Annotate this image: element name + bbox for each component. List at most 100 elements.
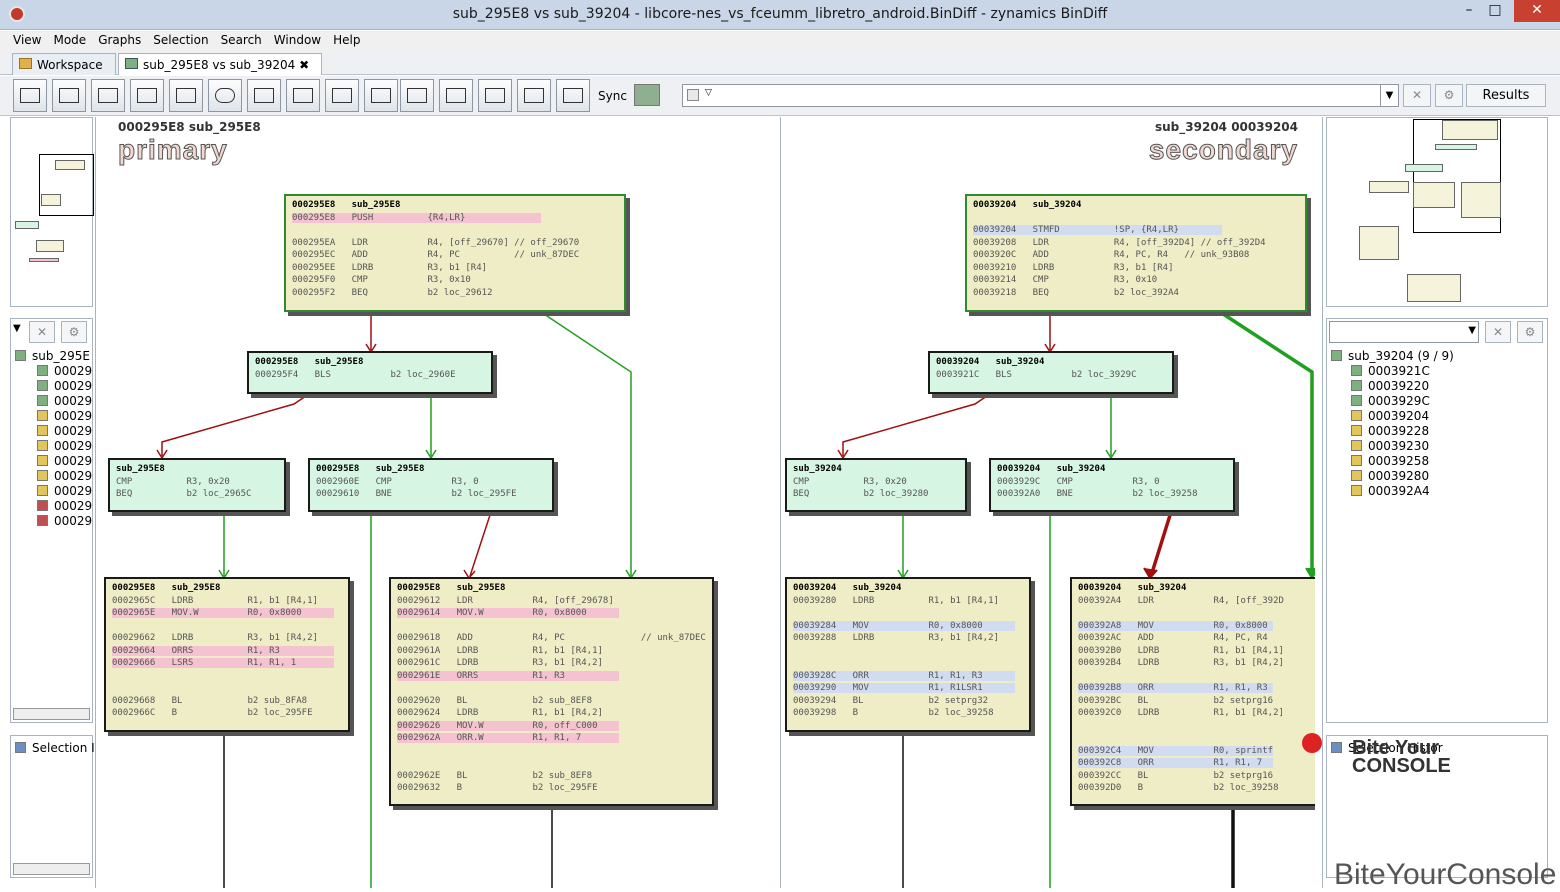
tree-item[interactable]: 00029 xyxy=(37,364,92,378)
chevron-down-icon[interactable]: ▼ xyxy=(1380,85,1398,106)
menu-graphs[interactable]: Graphs xyxy=(98,33,142,47)
toolbar-button-3[interactable] xyxy=(91,79,125,112)
secondary-graph[interactable]: sub_39204 00039204 secondary 00039204 su… xyxy=(785,118,1315,888)
secondary-label: secondary xyxy=(1148,134,1298,166)
sync-button[interactable] xyxy=(634,84,660,106)
right-divider[interactable] xyxy=(1322,117,1323,888)
tree-item[interactable]: 00039204 xyxy=(1351,409,1429,423)
node-0002960E[interactable]: 000295E8 sub_295E8 0002960E CMP R3, 0 00… xyxy=(308,458,554,512)
toolbar-button-14[interactable] xyxy=(517,79,551,112)
tree-item[interactable]: 00039228 xyxy=(1351,424,1429,438)
node-00029612[interactable]: 000295E8 sub_295E8 00029612 LDR R4, [off… xyxy=(389,577,714,806)
tree-item[interactable]: 00029 xyxy=(37,394,92,408)
block-icon xyxy=(1351,455,1362,466)
tree-combo-arrow-icon[interactable]: ▼ xyxy=(13,323,21,334)
primary-overview[interactable] xyxy=(10,117,94,307)
tree-item[interactable]: 00029 xyxy=(37,454,92,468)
block-icon xyxy=(37,395,48,406)
toolbar-button-2[interactable] xyxy=(52,79,86,112)
node-000392A4[interactable]: 00039204 sub_39204 000392A4 LDR R4, [off… xyxy=(1070,577,1315,806)
block-icon xyxy=(1351,410,1362,421)
toolbar-button-11[interactable] xyxy=(400,79,434,112)
node-000295E8[interactable]: 000295E8 sub_295E8 000295E8 PUSH {R4,LR}… xyxy=(284,194,626,312)
toolbar-button-6[interactable] xyxy=(208,79,242,112)
node-0003929C[interactable]: 00039204 sub_39204 0003929C CMP R3, 0 00… xyxy=(989,458,1235,512)
left-divider[interactable] xyxy=(95,117,96,888)
tree-settings-button[interactable]: ⚙ xyxy=(1517,321,1543,343)
tree-item[interactable]: 00029 xyxy=(37,379,92,393)
block-icon xyxy=(1351,470,1362,481)
minimize-button[interactable]: – xyxy=(1465,2,1473,18)
close-tab-icon[interactable]: ✖ xyxy=(299,58,310,72)
tree-item[interactable]: 00029 xyxy=(37,499,92,513)
toolbar-button-12[interactable] xyxy=(439,79,473,112)
secondary-overview[interactable] xyxy=(1326,117,1548,307)
tree-settings-button[interactable]: ⚙ xyxy=(61,321,87,343)
tree-item[interactable]: 00029 xyxy=(37,484,92,498)
tree-item[interactable]: 00029 xyxy=(37,514,92,528)
maximize-button[interactable]: □ xyxy=(1488,2,1502,18)
window-title: sub_295E8 vs sub_39204 - libcore-nes_vs_… xyxy=(452,6,1108,22)
overview-node xyxy=(1461,182,1501,218)
menu-window[interactable]: Window xyxy=(273,33,322,47)
toolbar-button-4[interactable] xyxy=(130,79,164,112)
tree-filter-input[interactable]: ▼ xyxy=(1329,321,1479,343)
tree-item[interactable]: 000392A4 xyxy=(1351,484,1430,498)
tree-root[interactable]: sub_295E xyxy=(15,349,90,363)
toolbar-button-1[interactable] xyxy=(13,79,47,112)
toolbar-button-8[interactable] xyxy=(286,79,320,112)
menu-selection[interactable]: Selection xyxy=(153,33,209,47)
node-00039220[interactable]: sub_39204 CMP R3, 0x20 BEQ b2 loc_39280 xyxy=(785,458,967,512)
graph-icon xyxy=(15,350,26,361)
overview-node xyxy=(1442,120,1498,140)
app-icon xyxy=(9,6,25,22)
results-button[interactable]: Results xyxy=(1466,84,1546,107)
node-000295F4[interactable]: 000295E8 sub_295E8 000295F4 BLS b2 loc_2… xyxy=(247,351,493,394)
tree-item[interactable]: 00029 xyxy=(37,469,92,483)
toolbar-button-15[interactable] xyxy=(556,79,590,112)
toolbar-button-13[interactable] xyxy=(478,79,512,112)
node-0002965C-pre[interactable]: sub_295E8 CMP R3, 0x20 BEQ b2 loc_2965C xyxy=(108,458,286,512)
tab-comparison[interactable]: sub_295E8 vs sub_39204 ✖ xyxy=(118,53,322,75)
toolbar-button-9[interactable] xyxy=(325,79,359,112)
toolbar-button-5[interactable] xyxy=(169,79,203,112)
toolbar-button-10[interactable] xyxy=(364,79,398,112)
tree-item[interactable]: 00039230 xyxy=(1351,439,1429,453)
block-icon xyxy=(1351,440,1362,451)
tab-workspace[interactable]: Workspace xyxy=(12,53,116,75)
horizontal-scrollbar[interactable] xyxy=(13,863,90,875)
toolbar-button-7[interactable] xyxy=(247,79,281,112)
node-0003921C[interactable]: 00039204 sub_39204 0003921C BLS b2 loc_3… xyxy=(928,351,1174,394)
tree-item[interactable]: 00039280 xyxy=(1351,469,1429,483)
tree-item[interactable]: 00039258 xyxy=(1351,454,1429,468)
tree-clear-button[interactable]: ✕ xyxy=(29,321,55,343)
node-00039280[interactable]: 00039204 sub_39204 00039280 LDRB R1, b1 … xyxy=(785,577,1031,732)
chevron-down-icon[interactable]: ▼ xyxy=(1468,325,1476,336)
menu-search[interactable]: Search xyxy=(220,33,262,47)
node-0002965C[interactable]: 000295E8 sub_295E8 0002965C LDRB R1, b1 … xyxy=(104,577,350,732)
tree-item[interactable]: 00029 xyxy=(37,409,92,423)
close-button[interactable]: ✕ xyxy=(1514,0,1560,22)
node-00039204[interactable]: 00039204 sub_39204 00039204 STMFD !SP, {… xyxy=(965,194,1307,312)
menu-help[interactable]: Help xyxy=(333,33,361,47)
clear-button[interactable]: ✕ xyxy=(1403,84,1431,107)
block-icon xyxy=(37,470,48,481)
tree-root[interactable]: sub_39204 (9 / 9) xyxy=(1331,349,1454,363)
settings-button[interactable]: ⚙ xyxy=(1435,84,1463,107)
tree-item[interactable]: 00029 xyxy=(37,439,92,453)
primary-graph[interactable]: 000295E8 sub_295E8 primary 000295E8 sub_… xyxy=(104,118,776,888)
title-bar: sub_295E8 vs sub_39204 - libcore-nes_vs_… xyxy=(0,0,1560,30)
search-combo[interactable]: ▽▼ xyxy=(682,84,1399,107)
menu-view[interactable]: View xyxy=(13,33,42,47)
tree-clear-button[interactable]: ✕ xyxy=(1485,321,1511,343)
tree-item[interactable]: 0003929C xyxy=(1351,394,1430,408)
selection-history-label: Selection Histor xyxy=(1331,741,1443,755)
block-icon xyxy=(37,380,48,391)
tree-item[interactable]: 0003921C xyxy=(1351,364,1430,378)
tree-item[interactable]: 00039220 xyxy=(1351,379,1429,393)
tree-item[interactable]: 00029 xyxy=(37,424,92,438)
center-divider[interactable] xyxy=(780,117,781,888)
menu-mode[interactable]: Mode xyxy=(53,33,87,47)
horizontal-scrollbar[interactable] xyxy=(13,708,90,720)
